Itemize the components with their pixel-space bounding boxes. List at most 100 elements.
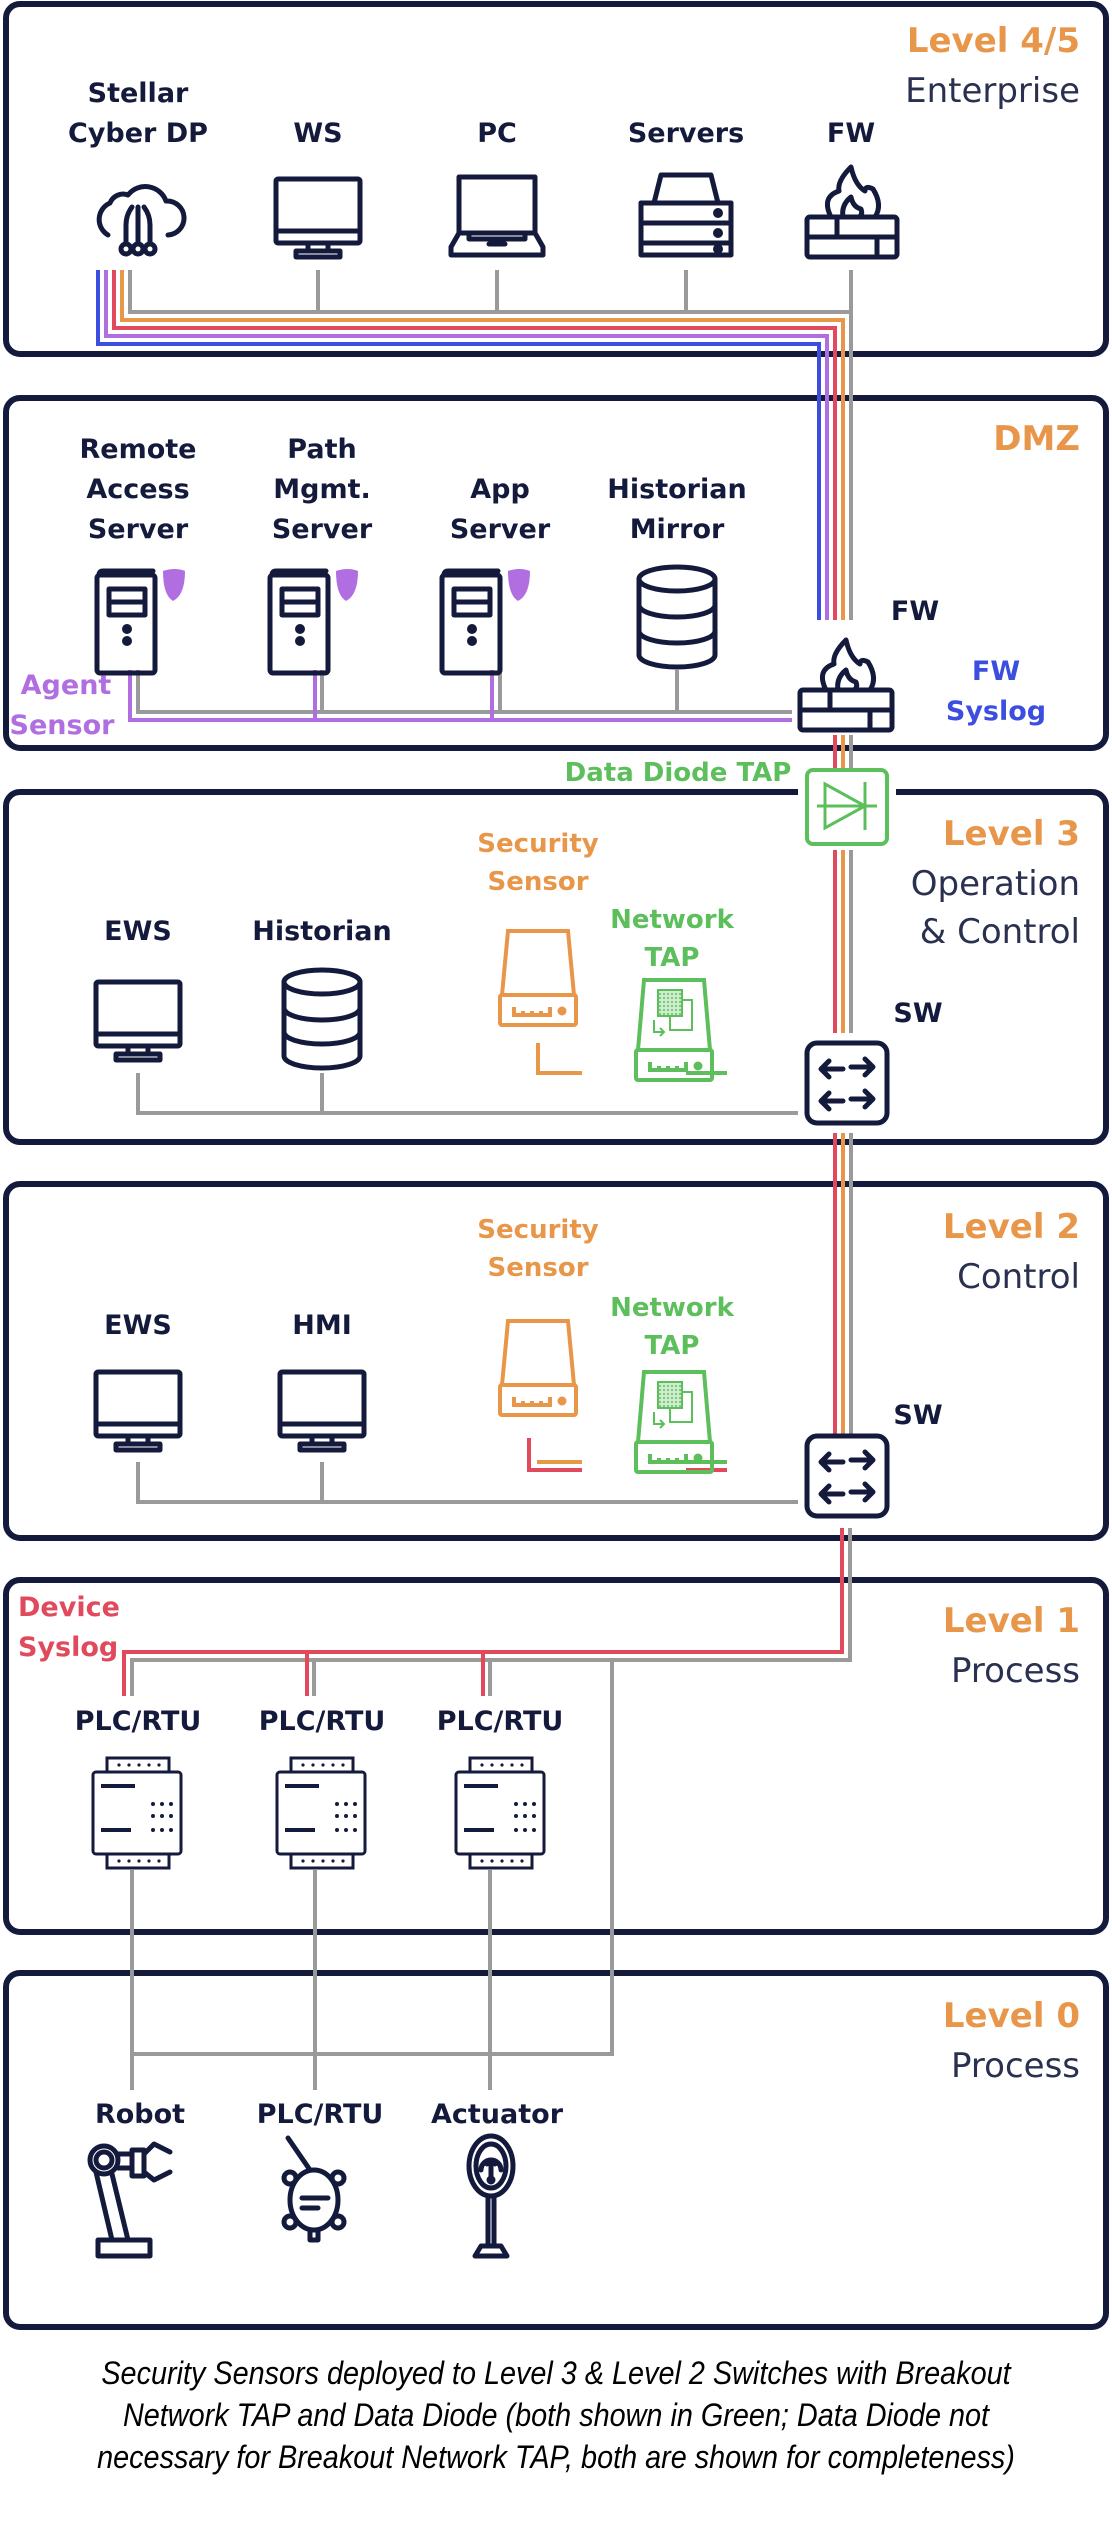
level-45-subtitle: Enterprise <box>905 71 1080 111</box>
level-1-subtitle: Process <box>951 1651 1080 1691</box>
red-syslog-line <box>112 270 837 620</box>
robot-label: Robot <box>95 2099 185 2130</box>
field-sensor-icon[interactable] <box>281 2135 347 2243</box>
level-titles: Level 4/5 Enterprise DMZ Level 3 Operati… <box>905 21 1080 2086</box>
l3-security-sensor-label-2: Sensor <box>487 867 588 897</box>
l2-grey-bus <box>136 1462 798 1504</box>
level-0-frame <box>3 1970 1109 2330</box>
l3-ews-label: EWS <box>104 916 172 947</box>
dmz-firewall-icon[interactable] <box>797 637 895 733</box>
stellar-cyber-label-1: Stellar <box>88 78 189 109</box>
dmz-frame <box>3 395 1109 751</box>
remote-access-server[interactable] <box>94 568 185 676</box>
l2-ews-monitor-icon[interactable] <box>93 1369 183 1453</box>
remote-access-label-1: Remote <box>79 434 196 465</box>
l0-grey-bus <box>130 1660 614 2056</box>
plc-rtu-2-icon[interactable] <box>275 1756 367 1870</box>
historian-mirror-label-1: Historian <box>607 474 746 505</box>
enterprise-grey-bus <box>128 270 853 620</box>
orange-sensor-line <box>120 270 845 620</box>
l3-security-sensor-label-1: Security <box>477 829 598 859</box>
l2-security-sensor-label-1: Security <box>477 1215 598 1245</box>
shield-icon <box>336 569 358 601</box>
level-45-frame <box>3 1 1109 357</box>
app-server-label-2: Server <box>450 514 551 545</box>
level-0-devices: Robot PLC/RTU Actuator <box>87 2099 564 2259</box>
level-45-title: Level 4/5 <box>907 21 1080 61</box>
plc-rtu-2-label: PLC/RTU <box>259 1706 386 1737</box>
l2-sensor-red <box>527 1438 582 1472</box>
level-3-devices: EWS Historian Security Sensor Network TA… <box>93 829 943 1126</box>
figure-caption: Security Sensors deployed to Level 3 & L… <box>97 2355 1015 2475</box>
plc-rtu-3-label: PLC/RTU <box>437 1706 564 1737</box>
ot-network-diagram: Level 4/5 Enterprise DMZ Level 3 Operati… <box>3 1 1109 2330</box>
level-3-subtitle-1: Operation <box>911 864 1080 904</box>
l3-sensor-to-tap <box>536 1043 582 1075</box>
enterprise-firewall-icon[interactable] <box>804 164 900 260</box>
level-frames <box>3 1 1109 2330</box>
path-mgmt-server[interactable] <box>267 568 358 676</box>
server-stack-icon[interactable] <box>638 172 734 258</box>
l2-switch-icon[interactable] <box>804 1433 890 1519</box>
l2-ews-label: EWS <box>104 1310 172 1341</box>
dmz-devices: Remote Access Server Path Mgmt. Server A… <box>10 434 1047 741</box>
l3-network-tap-label-2: TAP <box>645 943 700 973</box>
dmz-grey-bus <box>136 670 792 714</box>
app-server[interactable] <box>439 568 530 676</box>
fw-syslog-label-2: Syslog <box>946 696 1046 727</box>
l2-security-sensor-icon[interactable] <box>498 1319 578 1417</box>
l3-switch-label: SW <box>893 998 942 1029</box>
cloud-icon[interactable] <box>96 184 187 257</box>
level-1-frame <box>3 1577 1109 1935</box>
l2-switch-label: SW <box>893 1400 942 1431</box>
actuator-label: Actuator <box>431 2099 564 2130</box>
robot-arm-icon[interactable] <box>87 2141 173 2259</box>
data-diode-tap-icon[interactable] <box>805 768 889 846</box>
workstation-monitor-icon[interactable] <box>273 176 363 260</box>
agent-sensor-label-1: Agent <box>21 670 112 701</box>
server-tower-icon <box>439 568 503 676</box>
level-2-title: Level 2 <box>943 1207 1080 1247</box>
pc-label: PC <box>477 118 517 149</box>
l2-network-tap-icon[interactable] <box>634 1370 714 1474</box>
data-diode-tap-label: Data Diode TAP <box>565 758 792 788</box>
l2-network-tap-label-1: Network <box>610 1293 735 1323</box>
l2-network-tap-label-2: TAP <box>645 1331 700 1361</box>
fw-syslog-label-1: FW <box>972 656 1020 687</box>
l3-switch-icon[interactable] <box>804 1040 890 1126</box>
path-mgmt-label-2: Mgmt. <box>273 474 371 505</box>
level-2-subtitle: Control <box>957 1257 1080 1297</box>
level-0-title: Level 0 <box>943 1996 1080 2036</box>
path-mgmt-label-3: Server <box>272 514 373 545</box>
level-2-devices: EWS HMI Security Sensor Network TAP SW <box>93 1215 943 1519</box>
remote-access-label-3: Server <box>88 514 189 545</box>
l3-historian-database-icon[interactable] <box>281 967 363 1071</box>
actuator-gauge-icon[interactable] <box>466 2133 516 2259</box>
laptop-icon[interactable] <box>448 174 546 258</box>
stellar-cyber-label-2: Cyber DP <box>68 118 208 149</box>
level-1-devices: Device Syslog PLC/RTU PLC/RTU PLC/RTU <box>18 1592 564 1870</box>
plc-rtu-1-icon[interactable] <box>91 1756 183 1870</box>
l3-network-tap-label-1: Network <box>610 905 735 935</box>
server-tower-icon <box>267 568 331 676</box>
l3-ews-monitor-icon[interactable] <box>93 979 183 1063</box>
plc-rtu-3-icon[interactable] <box>454 1756 546 1870</box>
enterprise-fw-label: FW <box>827 118 875 149</box>
level-0-subtitle: Process <box>951 2046 1080 2086</box>
l2-hmi-monitor-icon[interactable] <box>277 1369 367 1453</box>
connection-lines <box>96 270 853 2090</box>
app-server-label-1: App <box>470 474 530 505</box>
l3-grey-bus <box>136 1073 798 1115</box>
server-tower-icon <box>94 568 158 676</box>
enterprise-devices: Stellar Cyber DP WS PC Servers FW <box>68 78 900 260</box>
historian-mirror-database-icon[interactable] <box>636 564 718 670</box>
l0-plc-rtu-label: PLC/RTU <box>257 2099 384 2130</box>
l3-network-tap-icon[interactable] <box>634 978 714 1082</box>
l2-hmi-label: HMI <box>292 1310 352 1341</box>
ws-label: WS <box>293 118 342 149</box>
l3-historian-label: Historian <box>252 916 391 947</box>
l3-security-sensor-icon[interactable] <box>498 929 578 1027</box>
dmz-title: DMZ <box>993 419 1080 459</box>
device-syslog-label-1: Device <box>18 1592 120 1623</box>
agent-sensor-label-2: Sensor <box>10 710 116 741</box>
